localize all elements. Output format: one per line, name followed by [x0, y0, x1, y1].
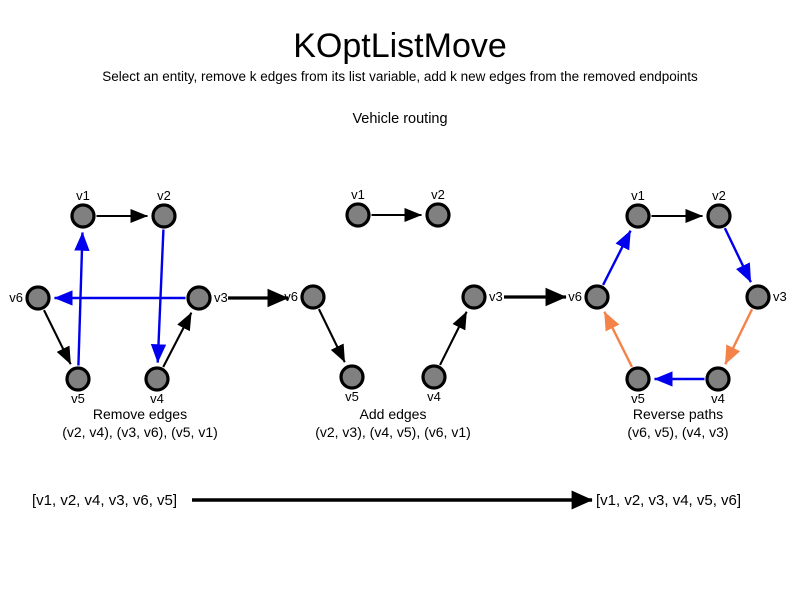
node-label-reverse-v2: v2	[712, 188, 726, 203]
footer-transformation: [v1, v2, v4, v3, v6, v5] [v1, v2, v3, v4…	[32, 490, 741, 510]
node-remove-v1[interactable]	[70, 203, 96, 229]
edge-remove-v6-v5	[43, 309, 72, 365]
node-reverse-v4[interactable]	[705, 366, 731, 392]
edge-remove-v2-v4	[150, 229, 167, 363]
node-label-remove-v5: v5	[71, 391, 85, 406]
edge-reverse-v2-v3	[723, 227, 752, 283]
node-label-add-v6: v6	[284, 289, 298, 304]
node-remove-v5[interactable]	[65, 366, 91, 392]
node-reverse-v2[interactable]	[706, 203, 732, 229]
edges-layer	[43, 207, 754, 387]
node-label-add-v4: v4	[427, 389, 441, 404]
caption-add-line1: Add edges	[360, 406, 427, 422]
node-reverse-v5[interactable]	[625, 366, 651, 392]
page-title: KOptListMove	[293, 27, 507, 65]
node-label-add-v5: v5	[345, 389, 359, 404]
caption-remove-line1: Remove edges	[93, 406, 187, 422]
caption-reverse-line2: (v6, v5), (v4, v3)	[627, 424, 728, 440]
node-remove-v4[interactable]	[144, 366, 170, 392]
node-add-v5[interactable]	[339, 364, 365, 390]
node-label-remove-v3: v3	[214, 290, 228, 305]
caption-reverse-line1: Reverse paths	[633, 406, 723, 422]
edge-reverse-v6-v1	[602, 230, 632, 286]
node-label-add-v3: v3	[489, 289, 503, 304]
node-label-reverse-v6: v6	[568, 289, 582, 304]
node-label-remove-v4: v4	[150, 391, 164, 406]
caption-remove-line2: (v2, v4), (v3, v6), (v5, v1)	[62, 424, 218, 440]
node-label-reverse-v1: v1	[631, 188, 645, 203]
list-before: [v1, v2, v4, v3, v6, v5]	[32, 492, 177, 509]
edge-remove-v4-v3	[162, 312, 193, 368]
node-label-reverse-v3: v3	[773, 289, 787, 304]
edge-reverse-v5-v6	[603, 311, 634, 368]
page-subtitle: Select an entity, remove k edges from it…	[102, 69, 698, 84]
section-label: Vehicle routing	[352, 111, 448, 127]
node-label-add-v2: v2	[431, 187, 445, 202]
node-add-v1[interactable]	[345, 202, 371, 228]
caption-add-line2: (v2, v3), (v4, v5), (v6, v1)	[315, 424, 471, 440]
node-remove-v2[interactable]	[151, 203, 177, 229]
edge-add-v6-v5	[317, 308, 346, 363]
edge-reverse-v3-v4	[724, 308, 754, 365]
node-label-remove-v1: v1	[76, 188, 90, 203]
node-reverse-v3[interactable]	[745, 284, 771, 310]
node-remove-v6[interactable]	[25, 285, 51, 311]
node-remove-v3[interactable]	[186, 285, 212, 311]
node-label-remove-v2: v2	[157, 188, 171, 203]
node-reverse-v6[interactable]	[584, 284, 610, 310]
list-after: [v1, v2, v3, v4, v5, v6]	[596, 492, 741, 509]
node-add-v2[interactable]	[425, 202, 451, 228]
node-reverse-v1[interactable]	[625, 203, 651, 229]
node-label-reverse-v4: v4	[711, 391, 725, 406]
node-label-reverse-v5: v5	[631, 391, 645, 406]
node-label-remove-v6: v6	[9, 290, 23, 305]
edge-add-v4-v3	[439, 311, 468, 366]
node-label-add-v1: v1	[351, 187, 365, 202]
connectors-layer	[228, 287, 567, 308]
nodes-layer: v1 v2 v3 v4 v5 v6 v1 v2 v3 v4 v5 v6 v1 v2 v3 v4 v5 v6	[9, 187, 786, 406]
node-add-v3[interactable]	[461, 284, 487, 310]
captions-layer: Remove edges (v2, v4), (v3, v6), (v5, v1)…	[62, 406, 728, 440]
node-add-v6[interactable]	[300, 284, 326, 310]
node-add-v4[interactable]	[421, 364, 447, 390]
